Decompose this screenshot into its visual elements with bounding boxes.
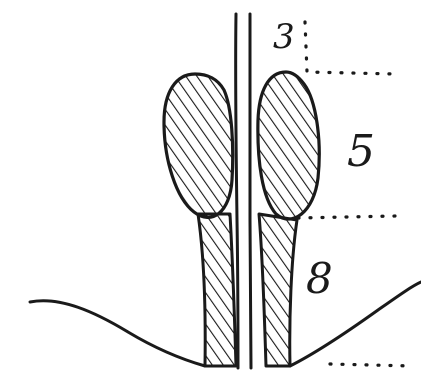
central-stem <box>236 14 251 368</box>
boundary-8-base <box>330 364 412 366</box>
right-oval-hatched <box>258 72 319 219</box>
zone-label-5: 5 <box>347 130 375 174</box>
boundary-5-8 <box>298 216 396 218</box>
zone-label-8: 8 <box>306 258 333 300</box>
right-neck-hatched <box>259 214 297 366</box>
left-neck-hatched <box>198 214 236 366</box>
boundary-3-5 <box>305 22 396 74</box>
left-oval-hatched <box>164 74 233 217</box>
zone-label-3: 3 <box>273 20 295 54</box>
